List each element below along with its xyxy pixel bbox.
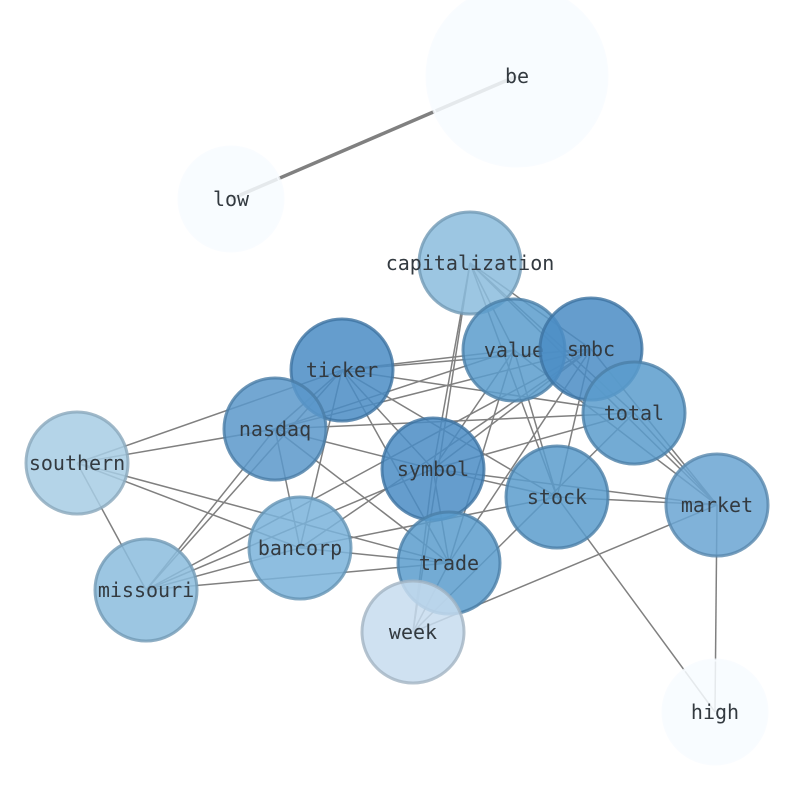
node-circle-total [581,360,687,466]
nodes-layer: be low capitalization value smbc ticker total n… [24,0,770,766]
node-label-bancorp: bancorp [258,536,342,560]
node-circle-bancorp [247,495,353,601]
node-label-market: market [681,493,753,517]
node-label-southern: southern [29,451,125,475]
node-week: week [360,579,466,685]
node-label-week: week [389,620,437,644]
node-be: be [425,0,609,168]
node-circle-nasdaq [222,376,328,482]
node-value: value [461,297,567,403]
node-missouri: missouri [93,537,199,643]
node-low: low [177,145,285,253]
node-total: total [581,360,687,466]
node-label-symbol: symbol [397,457,469,481]
node-label-total: total [604,401,664,425]
node-stock: stock [504,444,610,550]
node-label-smbc: smbc [567,337,615,361]
node-label-missouri: missouri [98,578,194,602]
node-circle-ticker [289,317,395,423]
node-label-nasdaq: nasdaq [239,417,311,441]
node-circle-missouri [93,537,199,643]
node-capitalization: capitalization [386,210,555,316]
node-southern: southern [24,410,130,516]
node-circle-high [661,658,769,766]
node-circle-southern [24,410,130,516]
node-circle-be [425,0,609,168]
node-label-high: high [691,700,739,724]
node-label-value: value [484,338,544,362]
node-label-be: be [505,64,529,88]
node-market: market [664,452,770,558]
node-bancorp: bancorp [247,495,353,601]
node-high: high [661,658,769,766]
node-label-trade: trade [419,551,479,575]
node-circle-capitalization [417,210,523,316]
node-circle-stock [504,444,610,550]
node-circle-low [177,145,285,253]
node-symbol: symbol [380,416,486,522]
node-circle-market [664,452,770,558]
edge-total-nasdaq [274,412,635,430]
node-circle-week [360,579,466,685]
node-nasdaq: nasdaq [222,376,328,482]
node-ticker: ticker [289,317,395,423]
node-label-capitalization: capitalization [386,251,555,275]
node-label-low: low [213,187,250,211]
node-label-stock: stock [527,485,587,509]
node-label-ticker: ticker [306,358,378,382]
